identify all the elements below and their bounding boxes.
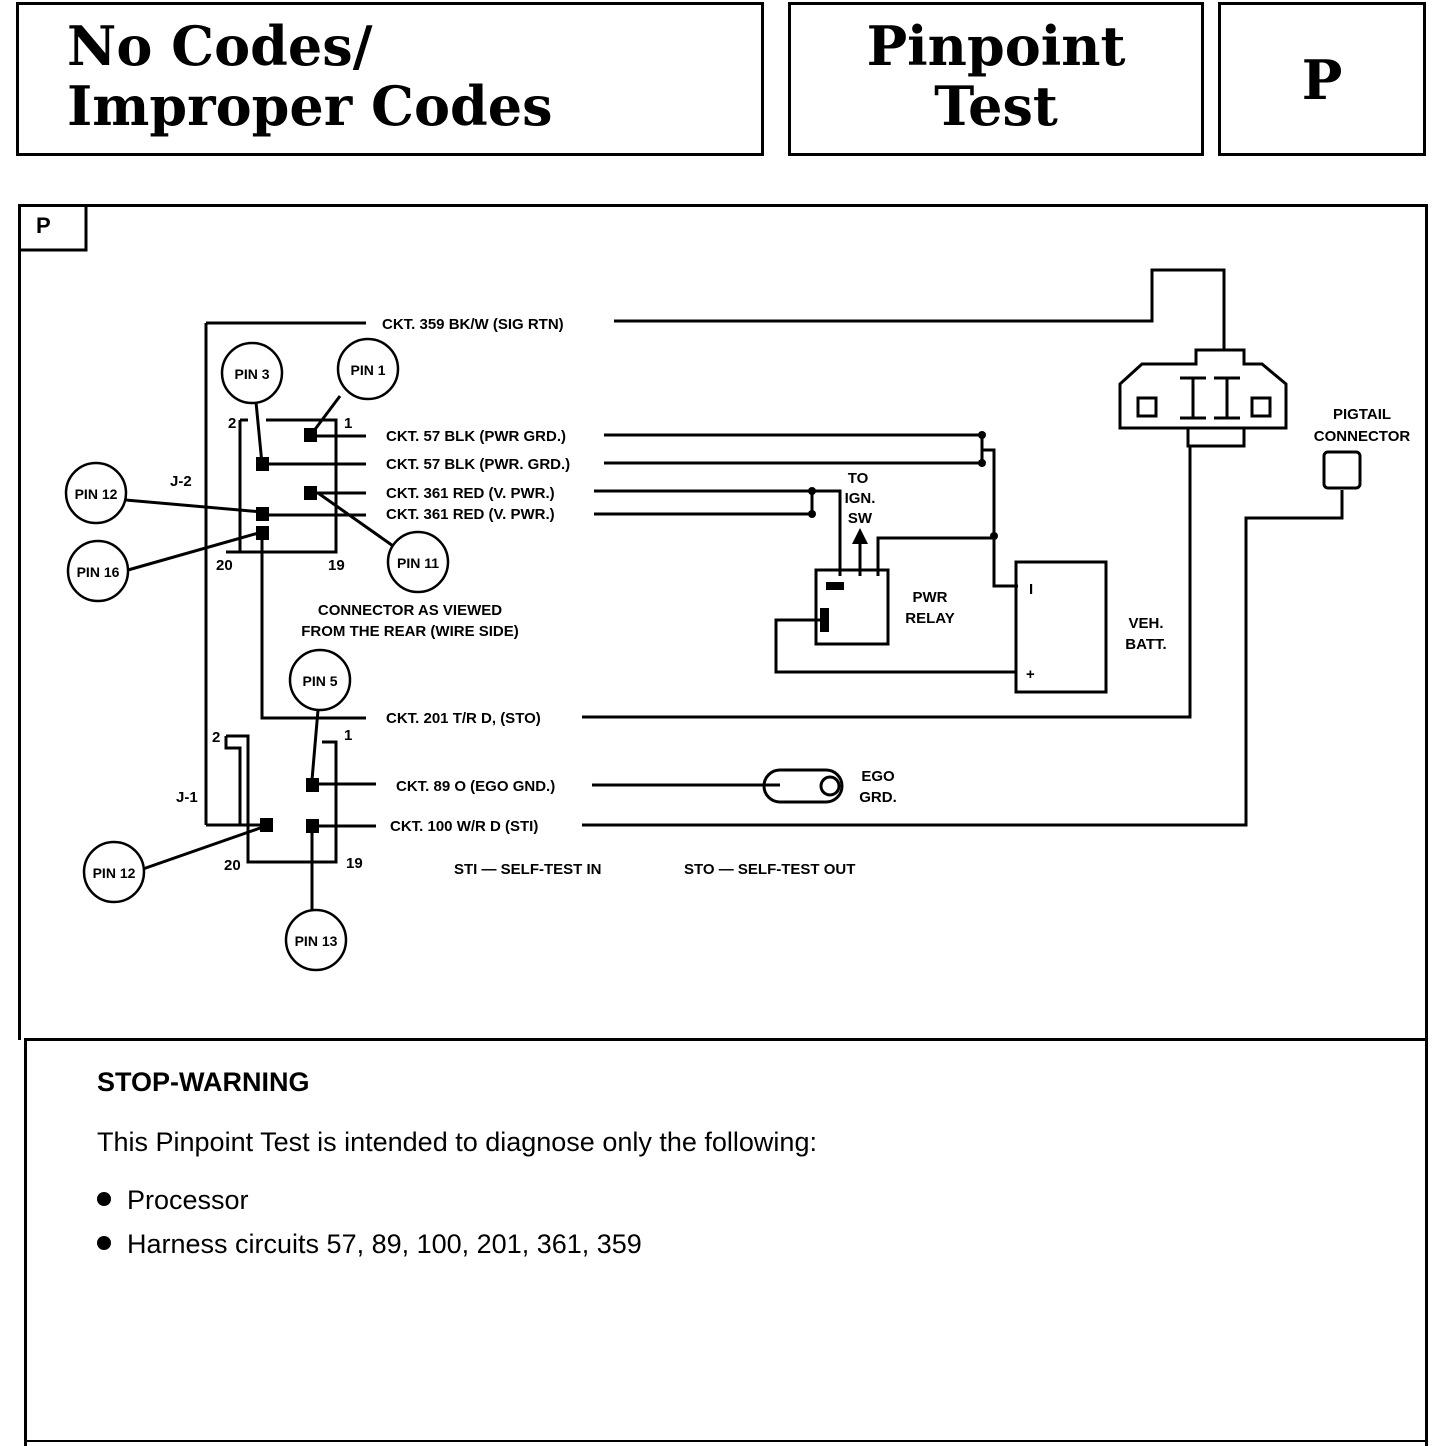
vehicle-battery-box (1014, 560, 1108, 694)
connector-note-line-2: FROM THE REAR (WIRE SIDE) (301, 623, 519, 640)
to-ign-line-2: IGN. (845, 490, 876, 507)
pin-11-label: PIN 11 (397, 555, 439, 571)
ckt-361a-label: CKT. 361 RED (V. PWR.) (386, 485, 555, 502)
j1-num-19: 19 (346, 855, 363, 872)
j2-label: J-2 (170, 473, 192, 490)
pigtail-label-line-2: CONNECTOR (1314, 428, 1411, 445)
veh-batt-line-2: BATT. (1125, 636, 1166, 653)
pin-13-callout (284, 908, 348, 972)
wire-57-to-batt (982, 448, 1018, 588)
header-title-box: No Codes/ Improper Codes (16, 2, 764, 156)
ckt-201-label: CKT. 201 T/R D, (STO) (386, 710, 541, 727)
pin-1-label: PIN 1 (350, 362, 385, 378)
wire-ckt-100 (582, 490, 1344, 827)
bottom-rule (24, 1440, 1428, 1442)
list-item: Harness circuits 57, 89, 100, 201, 361, … (97, 1229, 642, 1260)
pin-16-callout (66, 539, 130, 603)
pin-3-callout (220, 341, 284, 405)
pin-5-callout (288, 648, 352, 712)
panel-tag: P (36, 213, 51, 238)
wire-ckt-201-left (260, 532, 366, 720)
j2-num-19: 19 (328, 557, 345, 574)
list-item-text: Processor (127, 1185, 249, 1215)
ckt-57a-label: CKT. 57 BLK (PWR GRD.) (386, 428, 566, 445)
title-line-1: No Codes/ (67, 14, 373, 78)
wire-relay-to-batt (774, 618, 1016, 674)
pin-12-j1-label: PIN 12 (93, 865, 136, 881)
pwr-relay-box (814, 568, 890, 646)
list-item-text: Harness circuits 57, 89, 100, 201, 361, … (127, 1229, 642, 1259)
wire-361-to-relay (812, 489, 842, 576)
warning-heading: STOP-WARNING (97, 1067, 310, 1097)
batt-negative-mark: I (1029, 581, 1033, 598)
pwr-relay-line-1: PWR (913, 589, 948, 606)
veh-batt-line-1: VEH. (1128, 615, 1163, 632)
wire-ckt-201-right (582, 446, 1192, 719)
to-ign-line-1: TO (848, 470, 869, 487)
j2-num-1: 1 (344, 415, 352, 432)
pin-5-label: PIN 5 (302, 673, 337, 689)
j1-num-20: 20 (224, 857, 241, 874)
sti-legend: STI — SELF-TEST IN (454, 861, 602, 878)
list-item: Processor (97, 1185, 249, 1216)
ego-ground-terminal (762, 768, 844, 804)
wiring-diagram: P PIN 3 PIN 1 PIN 12 PIN 16 PIN 11 PIN 5… (18, 204, 1411, 972)
pin-16-label: PIN 16 (77, 564, 120, 580)
stop-warning-panel: STOP-WARNING This Pinpoint Test is inten… (24, 1038, 1428, 1446)
ego-label-line-2: GRD. (859, 789, 897, 806)
connector-note-line-1: CONNECTOR AS VIEWED (318, 602, 502, 619)
pin-12-j2-callout (64, 461, 128, 525)
header-test-box: Pinpoint Test (788, 2, 1204, 156)
wire-ckt-359-right (614, 268, 1226, 350)
ckt-57b-label: CKT. 57 BLK (PWR. GRD.) (386, 456, 570, 473)
test-title: Pinpoint Test (791, 19, 1201, 133)
pwr-relay-line-2: RELAY (905, 610, 954, 627)
j2-num-20: 20 (216, 557, 233, 574)
j1-label: J-1 (176, 789, 198, 806)
test-letter: P (1301, 48, 1343, 112)
pin-3-label: PIN 3 (234, 366, 269, 382)
j1-num-1: 1 (344, 727, 352, 744)
j1-connector-outline (226, 734, 338, 864)
ego-label-line-1: EGO (861, 768, 895, 785)
j2-num-2: 2 (228, 415, 236, 432)
pin-1-callout (336, 337, 400, 401)
bullet-icon (97, 1235, 111, 1250)
sto-legend: STO — SELF-TEST OUT (684, 861, 855, 878)
wiring-diagram-panel (18, 204, 1428, 1040)
to-ign-line-3: SW (848, 510, 873, 527)
ckt-359-label: CKT. 359 BK/W (SIG RTN) (382, 316, 564, 333)
j2-connector-outline (238, 418, 338, 554)
j1-num-2: 2 (212, 729, 220, 746)
header-letter-box: P (1218, 2, 1426, 156)
ckt-100-label: CKT. 100 W/R D (STI) (390, 818, 538, 835)
test-line-2: Test (934, 74, 1058, 138)
pin-12-j2-label: PIN 12 (75, 486, 118, 502)
test-line-1: Pinpoint (866, 14, 1126, 78)
pin-13-label: PIN 13 (295, 933, 338, 949)
pigtail-label-line-1: PIGTAIL (1333, 406, 1391, 423)
ckt-89-label: CKT. 89 O (EGO GND.) (396, 778, 555, 795)
page-title: No Codes/ Improper Codes (67, 19, 553, 133)
batt-positive-mark: + (1026, 666, 1035, 683)
pin-12-j1-callout (82, 840, 146, 904)
pigtail-connector-body (1322, 450, 1362, 490)
warning-intro: This Pinpoint Test is intended to diagno… (97, 1127, 817, 1157)
bullet-icon (97, 1191, 111, 1206)
title-line-2: Improper Codes (67, 74, 553, 138)
panel-tag-box (18, 204, 88, 252)
ckt-361b-label: CKT. 361 RED (V. PWR.) (386, 506, 555, 523)
pin-11-callout (386, 530, 450, 594)
